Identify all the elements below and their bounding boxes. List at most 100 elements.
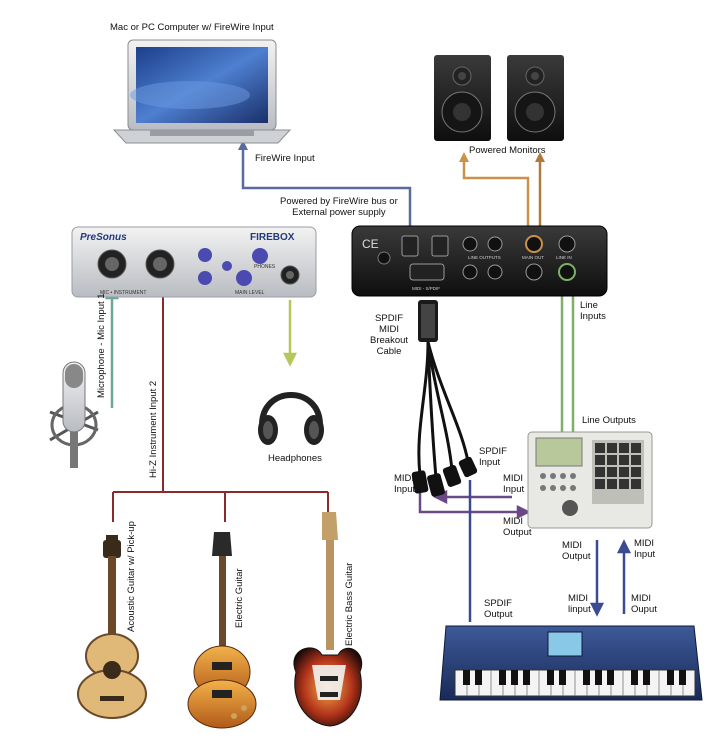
keyboard-display [547, 631, 583, 657]
midi-input-left-line-1: MIDI [394, 473, 415, 484]
line-in-jack-1 [558, 235, 576, 253]
midi-input-mpc-line-2: Input [503, 484, 525, 495]
headphones [258, 392, 324, 445]
main-out-jack-left [525, 235, 543, 253]
firewire-input-label: FireWire Input [255, 153, 315, 164]
line-output-jack-4 [487, 264, 503, 280]
hiz-input-label: Hi-Z Instrument Input 2 [148, 380, 159, 478]
line-inputs-line-2: Inputs [580, 311, 606, 322]
main-level-panel-label: MAIN LEVEL [235, 290, 265, 296]
electric-guitar [187, 532, 257, 729]
midi-output-mpc-line-1: MIDI [503, 516, 524, 527]
line-outputs-label: Line Outputs [582, 415, 636, 426]
power-note-line-2: External power supply [292, 207, 386, 218]
spdif-input-line-1: SPDIF [479, 446, 507, 457]
headphones-label: Headphones [268, 453, 322, 464]
midi-linput-line-1: MIDI [568, 593, 589, 604]
breakout-line-1: SPDIF [375, 313, 403, 324]
mpc-sampler [527, 431, 653, 529]
midi-output-right-label: MIDI Output [562, 540, 591, 562]
main-out-panel-label: MAIN OUT [522, 255, 544, 260]
acoustic-guitar-label: Acoustic Guitar w/ Pick-up [126, 521, 137, 632]
firebox-logo: FIREBOX [250, 232, 295, 243]
guitar-bus-cable [112, 279, 329, 522]
midi-input-left-label: MIDI Input [394, 473, 415, 495]
main-level-knob [236, 270, 252, 286]
midi-spdif-port [409, 263, 445, 281]
main-out-jack-right [525, 263, 543, 281]
spdif-output-label: SPDIF Output [484, 598, 513, 620]
gain-knob-1 [198, 248, 212, 262]
midi-ouput-label: MIDI Ouput [631, 593, 657, 615]
line-cables [554, 279, 581, 432]
spdif-input-label: SPDIF Input [479, 446, 507, 468]
line-output-jack-3 [462, 264, 478, 280]
spdif-output-line-2: Output [484, 609, 513, 620]
line-in-jack-2 [558, 263, 576, 281]
midi-output-right-line-2: Output [562, 551, 591, 562]
presonus-logo: PreSonus [80, 232, 127, 243]
breakout-line-3: Breakout [370, 335, 409, 346]
computer-label: Mac or PC Computer w/ FireWire Input [110, 22, 274, 33]
breakout-line-2: MIDI [378, 324, 400, 335]
line-output-jack-2 [487, 236, 503, 252]
midi-input-right-line-1: MIDI [634, 538, 655, 549]
powered-monitor-left [434, 55, 491, 141]
midi-input-mpc-label: MIDI Input [503, 473, 524, 495]
midi-output-mpc-line-2: Output [503, 527, 532, 538]
firebox-front-panel: PreSonus FIREBOX PHONES MAIN LEVEL MIC •… [71, 226, 317, 298]
midi-output-right-line-1: MIDI [562, 540, 583, 551]
firewire-cable [238, 140, 412, 232]
phones-panel-label: PHONES [254, 264, 276, 270]
midi-spdif-panel-label: MIDI - S/PDIF [412, 286, 440, 291]
breakout-line-4: Cable [376, 346, 402, 357]
monitor-cables [459, 152, 545, 240]
power-jack [377, 251, 391, 265]
firewire-port-1 [401, 235, 419, 257]
line-inputs-line-1: Line [580, 300, 598, 311]
ce-mark: CE [362, 237, 379, 251]
midi-linput-label: MIDI linput [568, 593, 591, 615]
breakout-cable [417, 341, 470, 479]
midi-input-right-label: MIDI Input [634, 538, 655, 560]
midi-linput-line-2: linput [568, 604, 591, 615]
laptop-computer [112, 39, 292, 144]
mic-input-label: Microphone - Mic Input 1 [96, 293, 107, 398]
power-note-line-1: Powered by FireWire bus or [280, 196, 398, 207]
line-outputs-panel-label: LINE OUTPUTS [468, 255, 501, 260]
midi-input-right-line-2: Input [634, 549, 656, 560]
line-output-jack-1 [462, 236, 478, 252]
midi-ouput-line-2: Ouput [631, 604, 657, 615]
spdif-output-line-1: SPDIF [484, 598, 512, 609]
keyboard-midi-cables [589, 539, 632, 617]
midi-input-mpc-line-1: MIDI [503, 473, 524, 484]
midi-output-mpc-label: MIDI Output [503, 516, 532, 538]
headphone-cable [282, 300, 298, 367]
line-inputs-label: Line Inputs [580, 300, 606, 322]
power-note-label: Powered by FireWire bus or External powe… [280, 196, 398, 218]
electric-bass-guitar [293, 512, 363, 727]
electric-guitar-label: Electric Guitar [234, 568, 245, 628]
gain-knob-2 [198, 271, 212, 285]
synth-keyboard [439, 625, 703, 701]
acoustic-guitar [77, 535, 147, 719]
line-in-panel-label: LINE IN [556, 255, 572, 260]
breakout-cable-label: SPDIF MIDI Breakout Cable [370, 313, 408, 357]
breakout-connector [418, 300, 438, 342]
firebox-rear-panel: CE MIDI - S/PDIF LINE OUTPUTS MAIN OUT L… [351, 225, 608, 297]
breakout-plugs [411, 456, 478, 497]
spdif-input-line-2: Input [479, 457, 501, 468]
mic-instrument-panel-label: MIC • INSTRUMENT [100, 290, 146, 296]
bass-guitar-label: Electric Bass Guitar [344, 562, 355, 646]
phones-knob [252, 248, 268, 264]
condenser-microphone [49, 361, 99, 468]
midi-input-left-line-2: Input [394, 484, 416, 495]
firewire-port-2 [431, 235, 449, 257]
mix-knob [222, 261, 232, 271]
midi-cables [418, 489, 531, 520]
powered-monitors-label: Powered Monitors [469, 145, 546, 156]
mic-cable [104, 285, 120, 408]
midi-ouput-line-1: MIDI [631, 593, 652, 604]
powered-monitor-right [507, 55, 564, 141]
